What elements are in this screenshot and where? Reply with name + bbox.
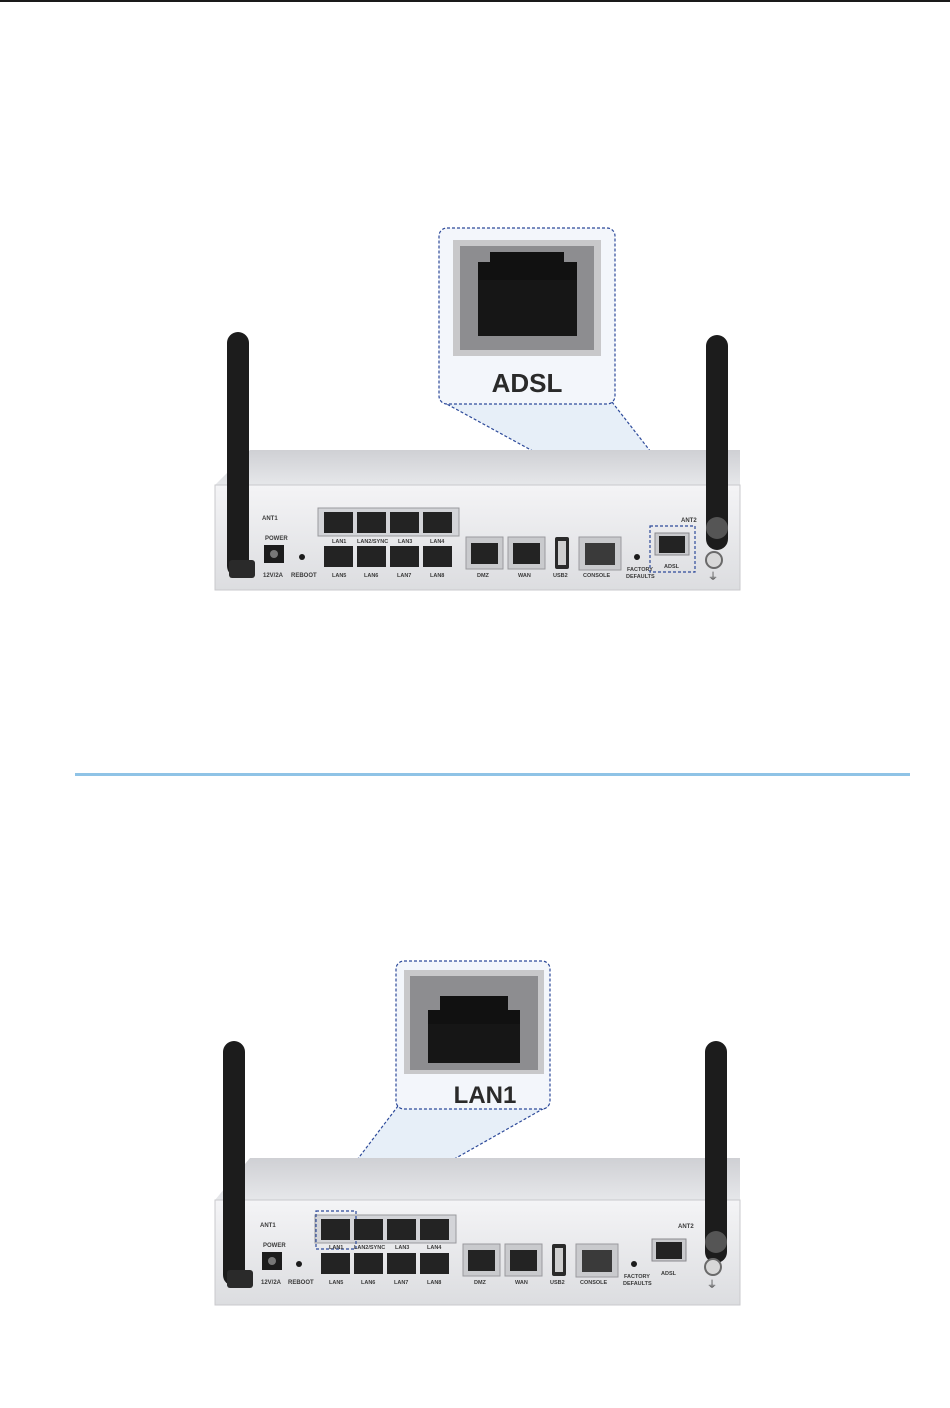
lan7-label: LAN7: [397, 573, 411, 579]
factory-defaults-button: [634, 554, 640, 560]
lan6-label: LAN6: [364, 573, 378, 579]
lan4-label: LAN4: [430, 539, 445, 545]
ant2-label: ANT2: [678, 1224, 694, 1230]
lan8-label: LAN8: [430, 573, 444, 579]
dmz-label: DMZ: [474, 1280, 487, 1286]
ground-screw: [705, 1259, 721, 1275]
usb-label: USB2: [550, 1280, 565, 1286]
router-diagram-lan1: ANT1 POWER 12V/2A REBOOT LAN1 LAN2/SYNC …: [0, 708, 950, 1408]
adsl-port: [656, 1242, 682, 1259]
lan7-label: LAN7: [394, 1280, 408, 1286]
usb-label: USB2: [553, 573, 568, 579]
reboot-button: [299, 554, 305, 560]
wan-port: [510, 1250, 537, 1271]
console-label: CONSOLE: [580, 1280, 608, 1286]
factory-label-1: FACTORY: [624, 1274, 650, 1280]
router-top: [215, 1158, 740, 1200]
figure-adsl: ANT1 POWER 12V/2A REBOOT LAN1 LAN2/SYNC …: [0, 0, 950, 700]
power-rating-label: 12V/2A: [261, 1280, 282, 1286]
factory-label-1: FACTORY: [627, 567, 653, 573]
lan2-label: LAN2/SYNC: [354, 1245, 385, 1251]
lan5-label: LAN5: [329, 1280, 343, 1286]
dmz-label: DMZ: [477, 573, 490, 579]
callout-label: LAN1: [454, 1082, 517, 1109]
lan2-label: LAN2/SYNC: [357, 539, 388, 545]
lan6-label: LAN6: [361, 1280, 375, 1286]
lan8-label: LAN8: [427, 1280, 441, 1286]
rj45-port-icon: [428, 996, 520, 1063]
reboot-label: REBOOT: [291, 573, 317, 579]
adsl-port: [659, 536, 685, 553]
reboot-label: REBOOT: [288, 1280, 314, 1286]
lan3-label: LAN3: [398, 539, 412, 545]
lan4-label: LAN4: [427, 1245, 442, 1251]
ground-screw: [706, 552, 722, 568]
wan-label: WAN: [518, 573, 531, 579]
antenna-right: [706, 335, 728, 550]
dmz-port: [471, 543, 498, 564]
lan1-label: LAN1: [332, 539, 346, 545]
callout-adsl: ADSL: [439, 228, 615, 404]
power-rating-label: 12V/2A: [263, 573, 284, 579]
factory-label-2: DEFAULTS: [623, 1281, 652, 1287]
figure-lan1: ANT1 POWER 12V/2A REBOOT LAN1 LAN2/SYNC …: [0, 708, 950, 1408]
router-top: [215, 450, 740, 485]
router-diagram-adsl: ANT1 POWER 12V/2A REBOOT LAN1 LAN2/SYNC …: [0, 0, 950, 700]
console-port: [585, 543, 615, 565]
antenna-right: [705, 1041, 727, 1263]
callout-lan1: LAN1: [396, 961, 550, 1109]
power-label: POWER: [265, 536, 288, 542]
callout-label: ADSL: [492, 368, 563, 398]
ground-icon: ⏚: [707, 1279, 717, 1291]
console-label: CONSOLE: [583, 573, 611, 579]
dmz-port: [468, 1250, 495, 1271]
ant2-label: ANT2: [681, 518, 697, 524]
adsl-label: ADSL: [661, 1271, 677, 1277]
lan5-label: LAN5: [332, 573, 346, 579]
factory-label-2: DEFAULTS: [626, 574, 655, 580]
wan-label: WAN: [515, 1280, 528, 1286]
ant1-label: ANT1: [262, 516, 278, 522]
ground-icon: ⏚: [708, 571, 718, 583]
factory-defaults-button: [631, 1261, 637, 1267]
adsl-label: ADSL: [664, 564, 680, 570]
rj45-port-icon: [478, 252, 577, 336]
ant1-label: ANT1: [260, 1223, 276, 1229]
console-port: [582, 1250, 612, 1272]
power-label: POWER: [263, 1243, 286, 1249]
reboot-button: [296, 1261, 302, 1267]
lan3-label: LAN3: [395, 1245, 409, 1251]
lan1-port: [321, 1219, 350, 1240]
lan1-label: LAN1: [329, 1245, 343, 1251]
wan-port: [513, 543, 540, 564]
